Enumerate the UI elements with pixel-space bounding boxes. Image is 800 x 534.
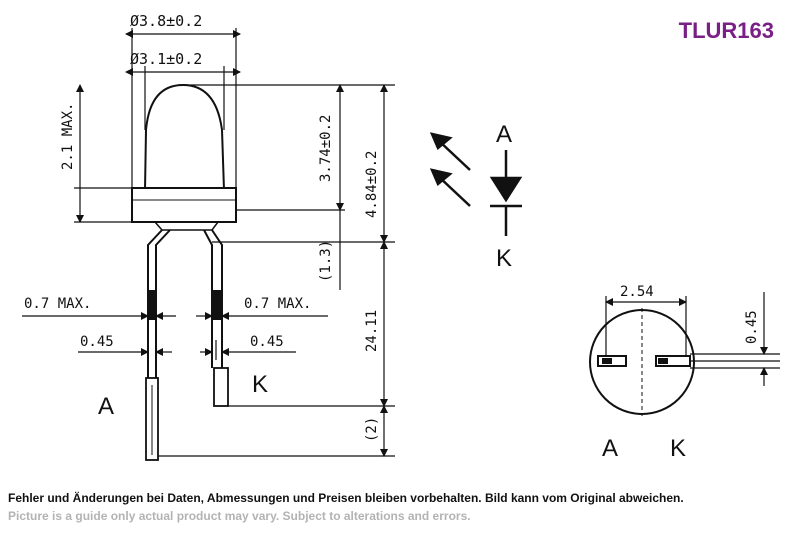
bottom-anode-label: A (602, 435, 618, 462)
body-height-label: 3.74±0.2 (318, 115, 334, 182)
led-dome (143, 83, 226, 191)
cathode-lead-end (213, 367, 229, 407)
symbol-anode-label: A (496, 121, 512, 148)
bottom-cathode-label: K (670, 435, 686, 462)
symbol-cathode-label: K (496, 245, 512, 272)
dome-height-dimension (74, 84, 132, 223)
anode-pin-label: A (98, 393, 114, 420)
led-bottom-view (589, 308, 780, 416)
disclaimer-german: Fehler und Änderungen bei Daten, Abmessu… (8, 491, 684, 505)
cathode-pin-label: K (252, 371, 268, 398)
led-schematic-symbol (429, 132, 523, 236)
anode-lead (147, 229, 163, 378)
diameter-dimensions (125, 28, 241, 188)
led-flange (131, 187, 237, 223)
light-arrow-icon-2 (429, 168, 453, 187)
disclaimer-english: Picture is a guide only actual product m… (8, 509, 471, 523)
cathode-lead (203, 229, 213, 368)
diode-triangle (489, 176, 523, 203)
led-side-view (131, 83, 237, 461)
lead-width-dimensions (22, 312, 328, 360)
lead-bend-label: (1.3) (318, 240, 334, 282)
anode-lead-thickness-label: 0.45 (80, 334, 114, 350)
lead-end-label: (2) (364, 417, 380, 442)
cathode-lead-max-label: 0.7 MAX. (244, 296, 311, 312)
total-height-label: 4.84±0.2 (364, 151, 380, 218)
dome-height-label: 2.1 MAX. (60, 103, 76, 170)
pin-spacing-label: 2.54 (620, 284, 654, 300)
part-number-title: TLUR163 (678, 18, 774, 43)
bottom-view-dimensions (605, 292, 768, 386)
lead-length-label: 24.11 (364, 310, 380, 352)
bottom-lead-width-label: 0.45 (744, 310, 760, 344)
cathode-lead-thickness-label: 0.45 (250, 334, 284, 350)
inner-diameter-label: Ø3.1±0.2 (130, 50, 202, 68)
outer-diameter-label: Ø3.8±0.2 (130, 12, 202, 30)
height-dimensions (158, 84, 395, 457)
anode-lead-max-label: 0.7 MAX. (24, 296, 91, 312)
light-arrow-icon (429, 132, 453, 151)
